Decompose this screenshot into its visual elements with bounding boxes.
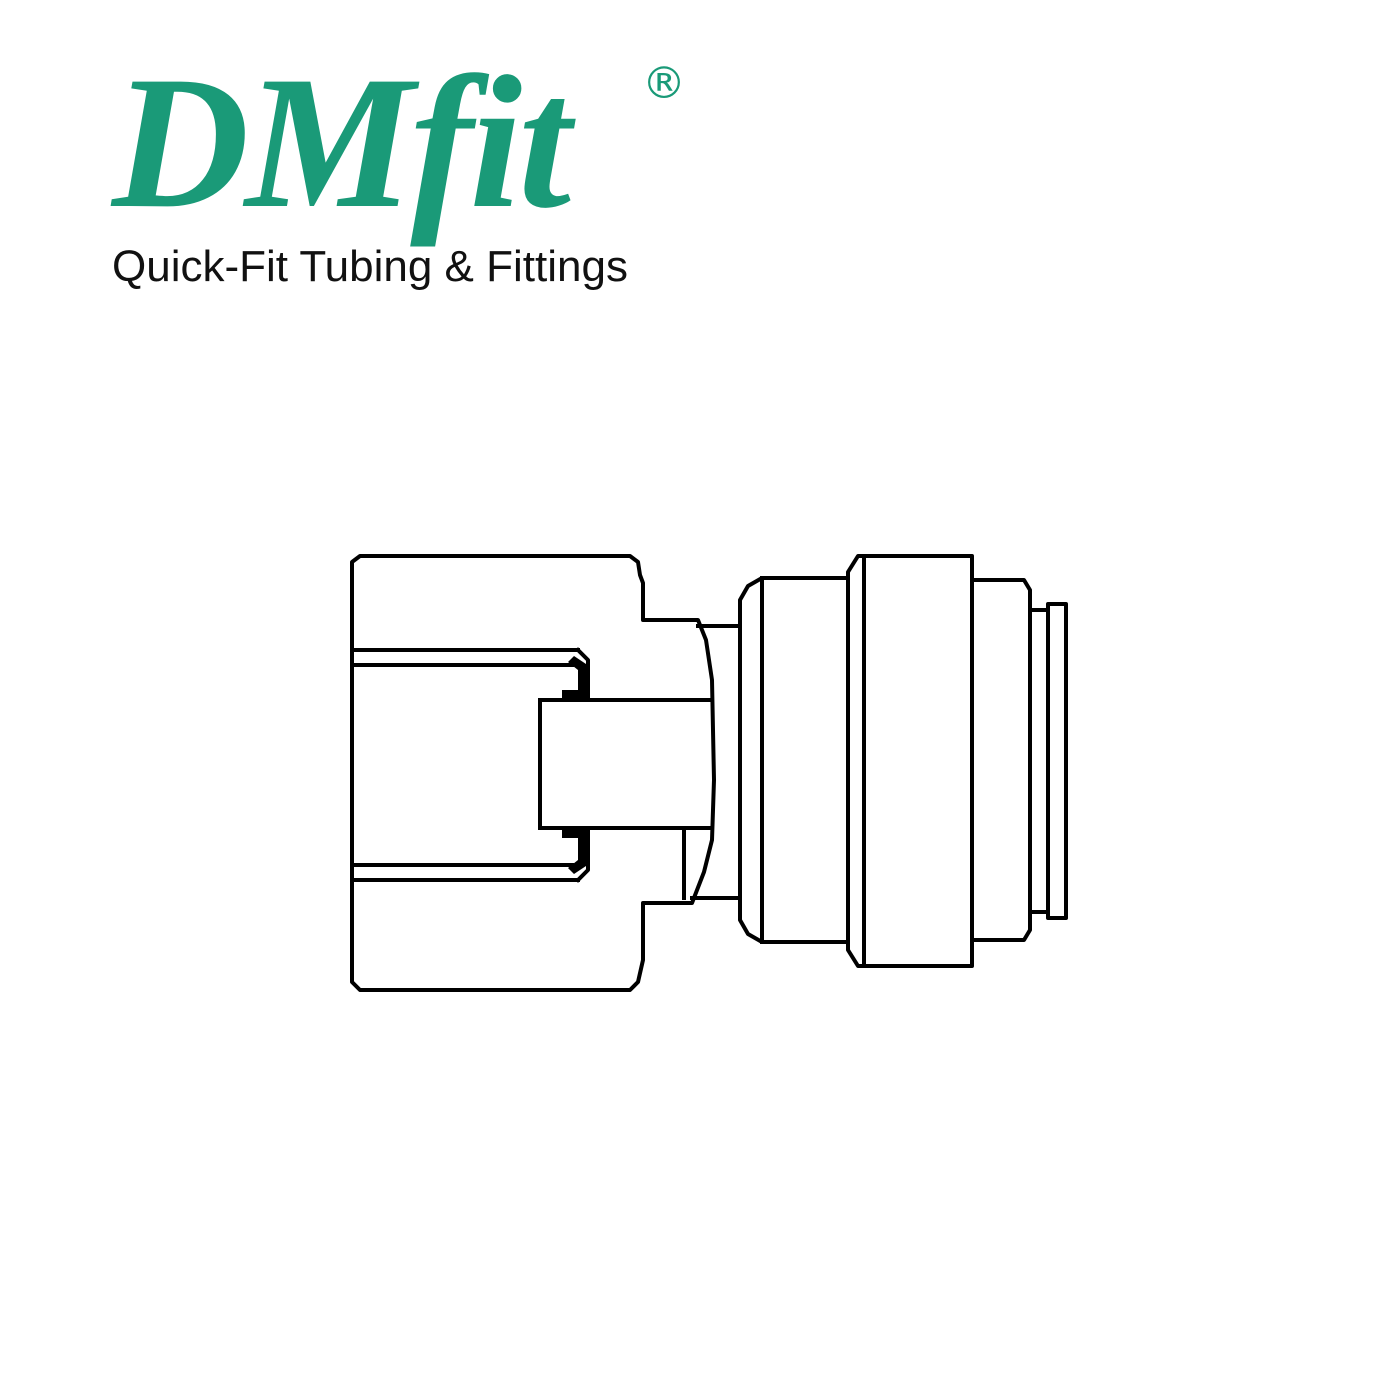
collet-body-first-stage bbox=[738, 576, 850, 944]
logo-tagline: Quick-Fit Tubing & Fittings bbox=[112, 242, 628, 291]
o-ring-upper bbox=[562, 656, 586, 698]
o-ring-lower bbox=[562, 830, 586, 874]
neck-section bbox=[682, 624, 742, 900]
central-passage bbox=[538, 698, 714, 830]
registered-trademark-mark: ® bbox=[642, 58, 686, 109]
collet-body-main bbox=[846, 554, 974, 968]
collet-ring bbox=[970, 578, 1032, 942]
fitting-nut-body bbox=[350, 554, 716, 992]
logo-wordmark: DMfit bbox=[112, 38, 571, 248]
